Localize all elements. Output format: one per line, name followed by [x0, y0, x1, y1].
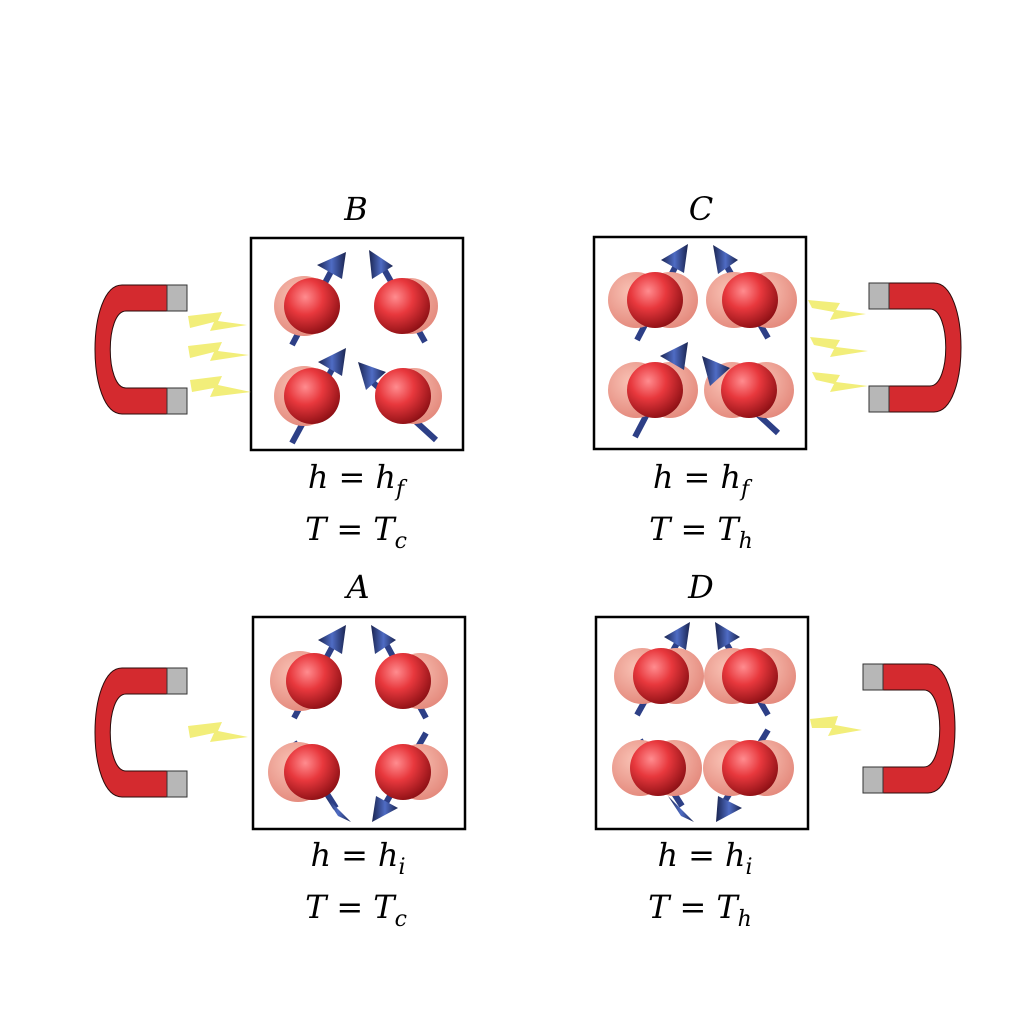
panel-title: A: [343, 568, 369, 606]
spin-cell: [274, 250, 442, 445]
spin-cell: [608, 244, 797, 439]
panel-d: D h=hi T=Th: [594, 568, 956, 932]
panel-frame: [594, 615, 810, 831]
panel-a: A h=hi T=Tc: [94, 568, 467, 932]
spin-cell: [268, 625, 448, 822]
lightning-bolt-icon: [188, 722, 248, 742]
lightning-bolt-icon: [810, 716, 862, 736]
panel-frame: [249, 236, 465, 452]
lightning-bolt-icon: [188, 312, 251, 397]
lightning-bolt-icon: [808, 300, 868, 392]
horseshoe-magnet-icon: [868, 282, 962, 413]
field-condition: h=hi: [310, 836, 405, 880]
field-condition: h=hi: [657, 836, 752, 880]
panel-frame: [592, 235, 808, 451]
spin-cell: [612, 622, 796, 822]
panel-title: B: [343, 190, 368, 228]
panel-c: C h=hf T=Th: [592, 190, 962, 554]
panel-title: C: [689, 190, 713, 228]
panel-b: B h=hf T=Tc: [94, 190, 465, 554]
panel-title: D: [687, 568, 714, 606]
field-condition: h=hf: [308, 458, 408, 502]
horseshoe-magnet-icon: [94, 284, 188, 415]
horseshoe-magnet-icon: [862, 663, 956, 794]
temperature-condition: T=Th: [649, 510, 753, 554]
temperature-condition: T=Tc: [305, 888, 407, 932]
temperature-condition: T=Tc: [305, 510, 407, 554]
horseshoe-magnet-icon: [94, 667, 188, 798]
temperature-condition: T=Th: [648, 888, 752, 932]
field-condition: h=hf: [653, 458, 753, 502]
